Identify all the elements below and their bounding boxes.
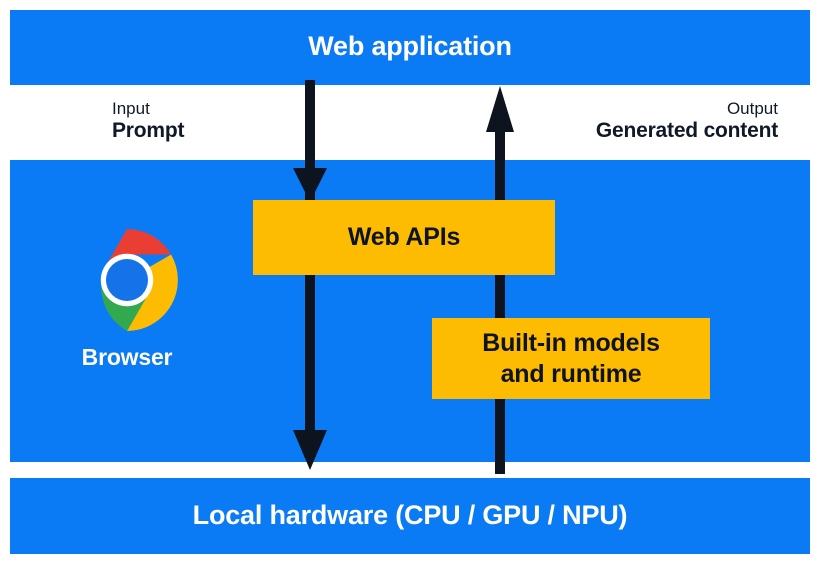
box-built-in-models-line2: and runtime <box>500 359 642 388</box>
chrome-logo-icon <box>100 229 178 331</box>
flow-label-output: Output Generated content <box>596 99 778 144</box>
box-built-in-models-label: Built-in models and runtime <box>482 328 660 389</box>
flow-output-kind: Output <box>726 99 778 118</box>
flow-input-value: Prompt <box>112 119 185 143</box>
flow-input-kind: Input <box>112 99 150 118</box>
box-web-apis-label: Web APIs <box>347 223 461 252</box>
box-web-apis[interactable]: Web APIs <box>253 200 555 275</box>
arrow-down-prompt <box>293 80 327 470</box>
band-web-application-label: Web application <box>308 31 512 61</box>
band-web-application: Web application <box>10 10 810 85</box>
flow-label-input: Input Prompt <box>112 99 185 144</box>
arrow-up-generated-content <box>486 86 514 474</box>
box-built-in-models[interactable]: Built-in models and runtime <box>432 318 710 399</box>
band-local-hardware-label: Local hardware (CPU / GPU / NPU) <box>192 500 628 530</box>
box-built-in-models-line1: Built-in models <box>482 329 660 357</box>
browser-identity: Browser <box>63 228 191 371</box>
browser-caption-label: Browser <box>81 344 173 370</box>
band-local-hardware: Local hardware (CPU / GPU / NPU) <box>10 478 810 554</box>
flow-output-value: Generated content <box>595 119 778 143</box>
